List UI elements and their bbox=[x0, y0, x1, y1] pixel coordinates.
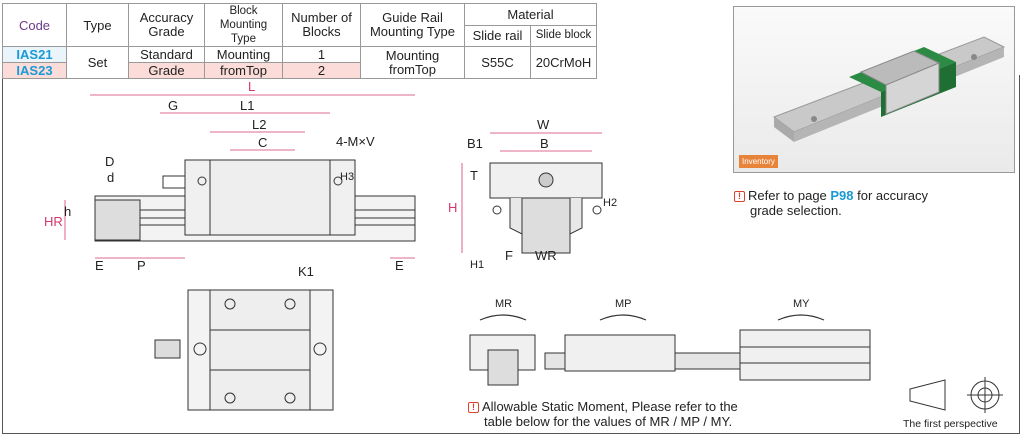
dim-C: C bbox=[258, 135, 267, 150]
dim-P: P bbox=[137, 258, 146, 273]
dim-E-right: E bbox=[395, 258, 404, 273]
inventory-badge: Inventory bbox=[739, 155, 778, 168]
top-view-drawing: K1 bbox=[154, 264, 334, 411]
rail-material: S55C bbox=[464, 46, 531, 79]
warning-icon: ! bbox=[734, 191, 745, 202]
dim-H3: H3 bbox=[340, 171, 354, 183]
dim-T: T bbox=[470, 168, 478, 183]
mounting-1: Mounting bbox=[204, 46, 283, 63]
header-slide-rail: Slide rail bbox=[464, 24, 531, 47]
code-ias23: IAS23 bbox=[2, 62, 67, 79]
dim-H: H bbox=[448, 200, 457, 215]
product-photo: Inventory bbox=[733, 6, 1015, 173]
mounting-2: fromTop bbox=[204, 62, 283, 79]
type-set: Set bbox=[66, 46, 129, 79]
header-material: Material bbox=[464, 3, 597, 26]
dim-L2: L2 bbox=[252, 117, 266, 132]
linear-guide-image bbox=[772, 36, 1006, 142]
header-code: Code bbox=[2, 3, 67, 47]
blocks-2: 2 bbox=[282, 62, 361, 79]
dim-L1: L1 bbox=[240, 98, 254, 113]
drawing-frame bbox=[2, 75, 1020, 434]
first-perspective-symbol bbox=[909, 377, 1003, 413]
dim-K1: K1 bbox=[298, 264, 314, 279]
dim-H1: H1 bbox=[470, 259, 484, 271]
dim-E-left: E bbox=[95, 258, 104, 273]
dim-L: L bbox=[248, 80, 255, 94]
dim-H2: H2 bbox=[603, 197, 617, 209]
dim-h: h bbox=[64, 204, 71, 219]
header-type: Type bbox=[66, 3, 129, 47]
side-view-drawing: L L1 G L2 C 4-M×V D d h HR H3 E P E bbox=[44, 80, 416, 273]
dim-D: D bbox=[105, 154, 114, 169]
moment-MP: MP bbox=[615, 298, 632, 310]
code-ias21: IAS21 bbox=[2, 46, 67, 63]
page-link[interactable]: P98 bbox=[830, 188, 854, 203]
warning-icon: ! bbox=[468, 402, 479, 413]
block-material: 20CrMoH bbox=[530, 46, 597, 79]
dim-G: G bbox=[168, 98, 178, 113]
dim-W: W bbox=[537, 118, 550, 132]
accuracy-standard: Standard bbox=[128, 46, 205, 63]
dim-MxV: 4-M×V bbox=[336, 134, 375, 149]
blocks-1: 1 bbox=[282, 46, 361, 63]
accuracy-grade: Grade bbox=[128, 62, 205, 79]
dim-B1: B1 bbox=[467, 136, 483, 151]
moment-diagrams: MR MP MY bbox=[469, 298, 871, 386]
dim-B: B bbox=[540, 136, 549, 151]
accuracy-note: !Refer to page P98 for accuracy grade se… bbox=[734, 188, 928, 218]
moment-note: !Allowable Static Moment, Please refer t… bbox=[468, 399, 738, 429]
dim-WR: WR bbox=[535, 248, 557, 263]
moment-MY: MY bbox=[793, 298, 810, 310]
header-slide-block: Slide block bbox=[530, 24, 597, 47]
front-view-drawing: W B1 B T H H2 H1 F WR bbox=[448, 118, 617, 271]
dim-HR: HR bbox=[44, 214, 63, 229]
dim-F: F bbox=[505, 248, 513, 263]
first-perspective-label: The first perspective bbox=[903, 418, 998, 430]
dim-d: d bbox=[107, 170, 114, 185]
moment-MR: MR bbox=[495, 298, 512, 310]
